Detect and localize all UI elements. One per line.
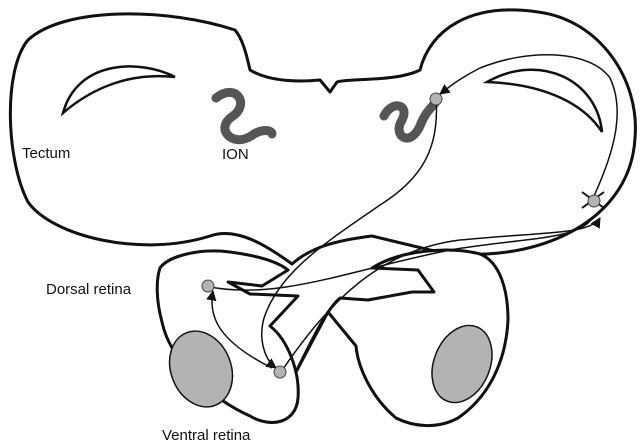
left-eye-outline bbox=[157, 251, 298, 423]
dorsal-retina-cell bbox=[202, 280, 214, 292]
tectal-cell bbox=[588, 195, 600, 207]
ion-label: ION bbox=[222, 146, 249, 163]
ventral-retina-cell bbox=[274, 366, 286, 378]
tectum-outline bbox=[10, 10, 635, 264]
ventral-retina-label: Ventral retina bbox=[162, 427, 251, 443]
tectum-label: Tectum bbox=[22, 145, 70, 162]
ion-cell bbox=[430, 93, 442, 105]
dorsal-retina-label: Dorsal retina bbox=[46, 281, 132, 298]
